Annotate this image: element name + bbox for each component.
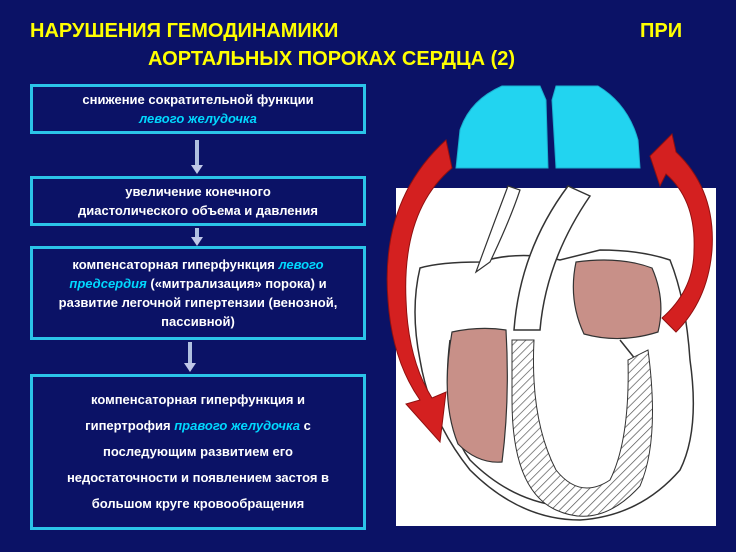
step-box-3-part1: компенсаторная гиперфункция [72, 257, 279, 272]
flow-arrow-2 [191, 228, 203, 246]
title-line2: АОРТАЛЬНЫХ ПОРОКАХ СЕРДЦА (2) [148, 48, 516, 70]
step-box-2: увеличение конечного диастолического объ… [30, 176, 366, 226]
step-box-2-line2: диастолического объема и давления [78, 203, 318, 218]
step-box-1: снижение сократительной функции левого ж… [30, 84, 366, 134]
curved-arrow-left [386, 139, 453, 444]
step-box-1-highlight: левого желудочка [139, 111, 257, 126]
step-box-3-highlight: левого предсердия [69, 257, 324, 291]
step-box-4-highlight: правого желудочка [174, 418, 300, 433]
left-atrium [572, 259, 662, 340]
curved-arrow-right [649, 133, 713, 333]
right-lung [551, 85, 641, 169]
step-box-4-part2: с последующим развитием его недостаточно… [66, 418, 330, 511]
flow-arrow-3 [184, 342, 196, 374]
title-line1-left: НАРУШЕНИЯ ГЕМОДИНАМИКИ [30, 20, 339, 42]
left-lung [455, 85, 549, 169]
step-box-2-line1: увеличение конечного [125, 184, 271, 199]
step-box-1-line1: снижение сократительной функции [82, 92, 314, 107]
aorta [513, 185, 592, 331]
step-box-3-text: компенсаторная гиперфункция левого предс… [33, 255, 363, 331]
step-box-4-text: компенсаторная гиперфункция и гипертрофи… [33, 387, 363, 517]
step-box-4: компенсаторная гиперфункция и гипертрофи… [30, 374, 366, 530]
step-box-3: компенсаторная гиперфункция левого предс… [30, 246, 366, 340]
title-line1-right: ПРИ [640, 20, 683, 42]
septum-band [511, 339, 653, 517]
flow-arrow-1 [191, 140, 203, 176]
pulmonary-trunk [474, 185, 521, 274]
step-box-3-part2: («митрализация» порока) и развитие легоч… [58, 276, 338, 329]
step-box-4-part1: компенсаторная гиперфункция и гипертрофи… [85, 392, 306, 433]
right-ventricle [446, 327, 508, 463]
